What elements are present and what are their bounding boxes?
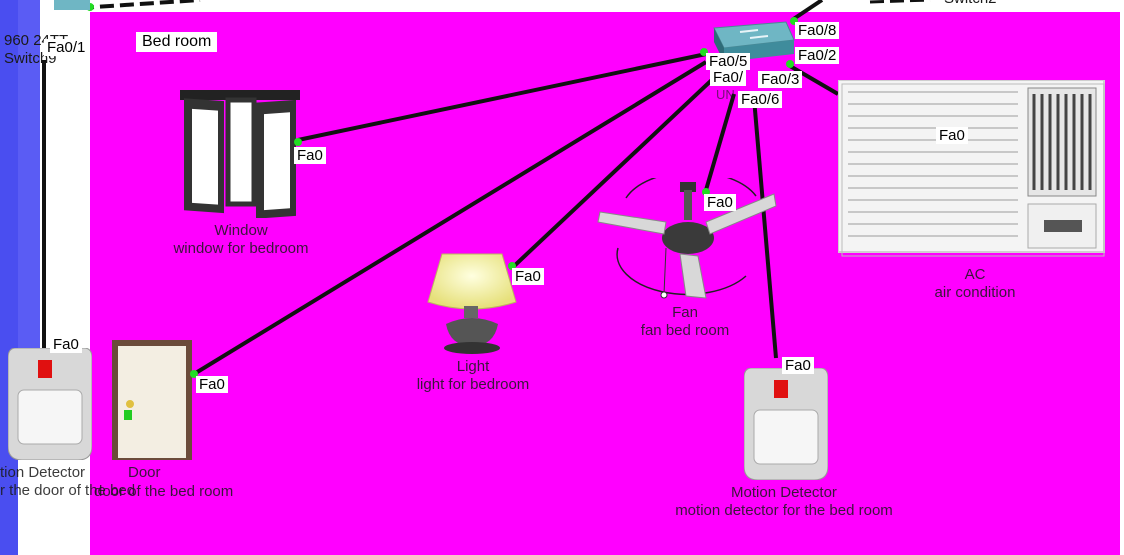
ac-device-icon[interactable]: [838, 80, 1110, 258]
window-device-icon[interactable]: [180, 90, 300, 218]
motion-left-name: tion Detector: [0, 464, 86, 481]
link-led-fa0-8: [790, 17, 798, 25]
motion-right-caption: Motion Detector motion detector for the …: [624, 484, 944, 520]
port-label-light: Fa0: [512, 268, 544, 285]
top-switch-name: Switch2: [944, 0, 997, 8]
ac-description: air condition: [934, 284, 1016, 301]
cable-ac[interactable]: [788, 64, 840, 96]
corridor-zone: [40, 0, 90, 555]
port-label-fa0-2: Fa0/2: [795, 47, 840, 64]
port-label-fa0-8: Fa0/8: [795, 22, 840, 39]
ac-name: AC: [964, 266, 986, 283]
port-label-fa0-6: Fa0/6: [738, 91, 783, 108]
fan-name: Fan: [672, 304, 698, 321]
link-led-light: [508, 262, 516, 270]
left-switch-icon[interactable]: [54, 0, 90, 10]
window-name: Window: [214, 222, 268, 239]
link-led-window: [294, 138, 302, 146]
left-switch-label: Switch9: [4, 50, 57, 67]
cable-door[interactable]: [192, 60, 708, 376]
port-label-fa0-4: Fa0/: [710, 69, 747, 86]
port-label-ac: Fa0: [936, 127, 968, 144]
window-caption: Window window for bedroom: [146, 222, 336, 258]
link-led-fa0-5: [700, 48, 708, 56]
link-led-fa0-2: [786, 60, 794, 68]
ceiling-fan-device-icon[interactable]: [596, 178, 780, 304]
switch-name-partial: UN: [716, 87, 735, 102]
cable-light[interactable]: [510, 74, 718, 270]
cable-motion-right[interactable]: [752, 97, 778, 359]
motion-detector-left-icon[interactable]: [8, 348, 92, 460]
fan-caption: Fan fan bed room: [610, 304, 760, 340]
motion-right-name: Motion Detector: [731, 484, 837, 501]
port-label-left-switch: Fa0/1: [44, 39, 89, 56]
light-description: light for bedroom: [416, 376, 530, 393]
cable-uplink[interactable]: [790, 0, 824, 22]
port-label-window: Fa0: [294, 147, 326, 164]
door-description: door of the bed room: [94, 483, 234, 500]
window-description: window for bedroom: [173, 240, 309, 257]
link-led-left-switch: [86, 3, 94, 11]
cable-window[interactable]: [297, 52, 707, 142]
port-label-fa0-5: Fa0/5: [706, 53, 751, 70]
cable-fan[interactable]: [704, 93, 736, 191]
lamp-device-icon[interactable]: [424, 248, 520, 356]
fan-description: fan bed room: [640, 322, 730, 339]
ac-caption: AC air condition: [900, 266, 1050, 302]
link-led-fan: [702, 188, 710, 196]
cable-left-uplink[interactable]: [79, 0, 201, 10]
motion-left-caption: tion Detector r the door of the bed: [0, 464, 135, 500]
motion-left-description: r the door of the bed: [0, 482, 136, 499]
port-label-fan: Fa0: [704, 194, 736, 211]
light-name: Light: [456, 358, 490, 375]
light-caption: Light light for bedroom: [388, 358, 558, 394]
port-label-motion-left: Fa0: [50, 336, 82, 353]
door-caption: Door: [128, 464, 161, 482]
door-name: Door: [128, 464, 161, 481]
port-label-motion-right: Fa0: [782, 357, 814, 374]
motion-detector-right-icon[interactable]: [744, 368, 828, 480]
port-label-door: Fa0: [196, 376, 228, 393]
link-led-door: [190, 370, 198, 378]
room-title: Bed room: [136, 32, 218, 52]
motion-right-description: motion detector for the bed room: [675, 502, 893, 519]
adjacent-room-zone-inner: [18, 0, 40, 410]
door-device-icon[interactable]: [112, 340, 192, 460]
port-label-fa0-3: Fa0/3: [758, 71, 803, 88]
